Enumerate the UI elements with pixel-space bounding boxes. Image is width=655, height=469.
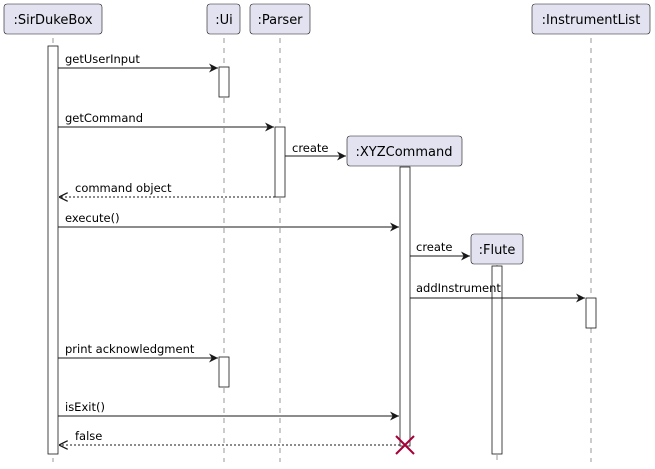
message-label: getUserInput bbox=[65, 52, 140, 66]
message-label: create bbox=[416, 240, 453, 254]
participant-parser-label: :Parser bbox=[257, 13, 303, 28]
activation-sirdukebox bbox=[47, 45, 59, 455]
participant-instrumentlist: :InstrumentList bbox=[531, 3, 651, 35]
message-create-xyzcommand: create bbox=[285, 141, 346, 161]
participant-xyzcommand-label: :XYZCommand bbox=[356, 145, 453, 160]
message-label: getCommand bbox=[65, 111, 143, 125]
activation-xyzcommand bbox=[399, 166, 411, 447]
participant-sirdukebox: :SirDukeBox bbox=[3, 3, 103, 35]
participant-flute-label: :Flute bbox=[479, 243, 516, 258]
message-create-flute: create bbox=[410, 240, 470, 261]
participant-flute: :Flute bbox=[470, 233, 524, 265]
message-execute: execute() bbox=[58, 211, 399, 232]
message-label: isExit() bbox=[65, 400, 105, 414]
message-label: addInstrument bbox=[416, 281, 501, 295]
participant-xyzcommand: :XYZCommand bbox=[346, 135, 463, 167]
activation-ui-2 bbox=[218, 356, 230, 388]
message-label: false bbox=[75, 429, 102, 443]
message-add-instrument: addInstrument bbox=[410, 281, 585, 303]
participant-sirdukebox-label: :SirDukeBox bbox=[13, 13, 92, 28]
activation-instrumentlist bbox=[585, 297, 597, 329]
message-command-object-return: command object bbox=[59, 181, 275, 197]
message-get-command: getCommand bbox=[58, 111, 274, 132]
participant-parser: :Parser bbox=[249, 3, 311, 35]
activation-parser bbox=[274, 126, 286, 198]
message-label: create bbox=[292, 141, 329, 155]
participant-instrumentlist-label: :InstrumentList bbox=[542, 13, 641, 28]
activation-flute bbox=[491, 265, 503, 455]
message-print-acknowledgment: print acknowledgment bbox=[58, 342, 218, 363]
activation-ui-1 bbox=[218, 66, 230, 98]
message-get-user-input: getUserInput bbox=[58, 52, 218, 73]
message-label: execute() bbox=[65, 211, 120, 225]
message-false-return: false bbox=[59, 429, 400, 445]
participant-ui-label: :Ui bbox=[215, 13, 233, 28]
message-is-exit: isExit() bbox=[58, 400, 399, 421]
message-label: print acknowledgment bbox=[65, 342, 195, 356]
destroy-x-icon bbox=[395, 435, 415, 455]
participant-ui: :Ui bbox=[206, 3, 241, 35]
message-label: command object bbox=[75, 181, 172, 195]
